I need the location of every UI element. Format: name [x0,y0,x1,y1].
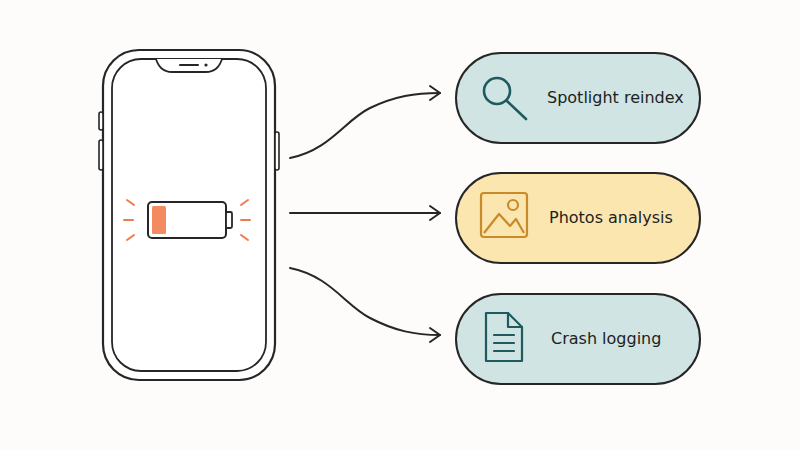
arrow-head [430,328,440,342]
phone-screen [112,59,266,371]
photo-icon [481,193,527,237]
battery-level [152,206,166,234]
task-pill: Photos analysis [455,172,701,264]
arrow [290,212,440,214]
task-pill: Spotlight reindex [455,52,701,144]
arrow [290,268,440,335]
phone-body [103,50,275,380]
document-icon [486,313,522,361]
search-icon [484,78,526,119]
arrow-head [430,86,440,100]
battery-body [148,202,226,238]
task-label: Spotlight reindex [547,88,684,107]
battery-cap [226,212,232,228]
phone-button [275,132,279,170]
phone-speaker [180,64,198,66]
arrows [290,86,440,342]
phone-camera [204,63,207,66]
phone-button [99,112,103,130]
alert-rays [124,200,250,240]
task-label: Photos analysis [549,208,673,227]
task-label: Crash logging [551,329,661,348]
phone-button [99,140,103,170]
arrow [430,206,440,220]
task-pill: Crash logging [455,293,701,385]
arrow [290,93,440,158]
phone-notch [156,59,222,72]
